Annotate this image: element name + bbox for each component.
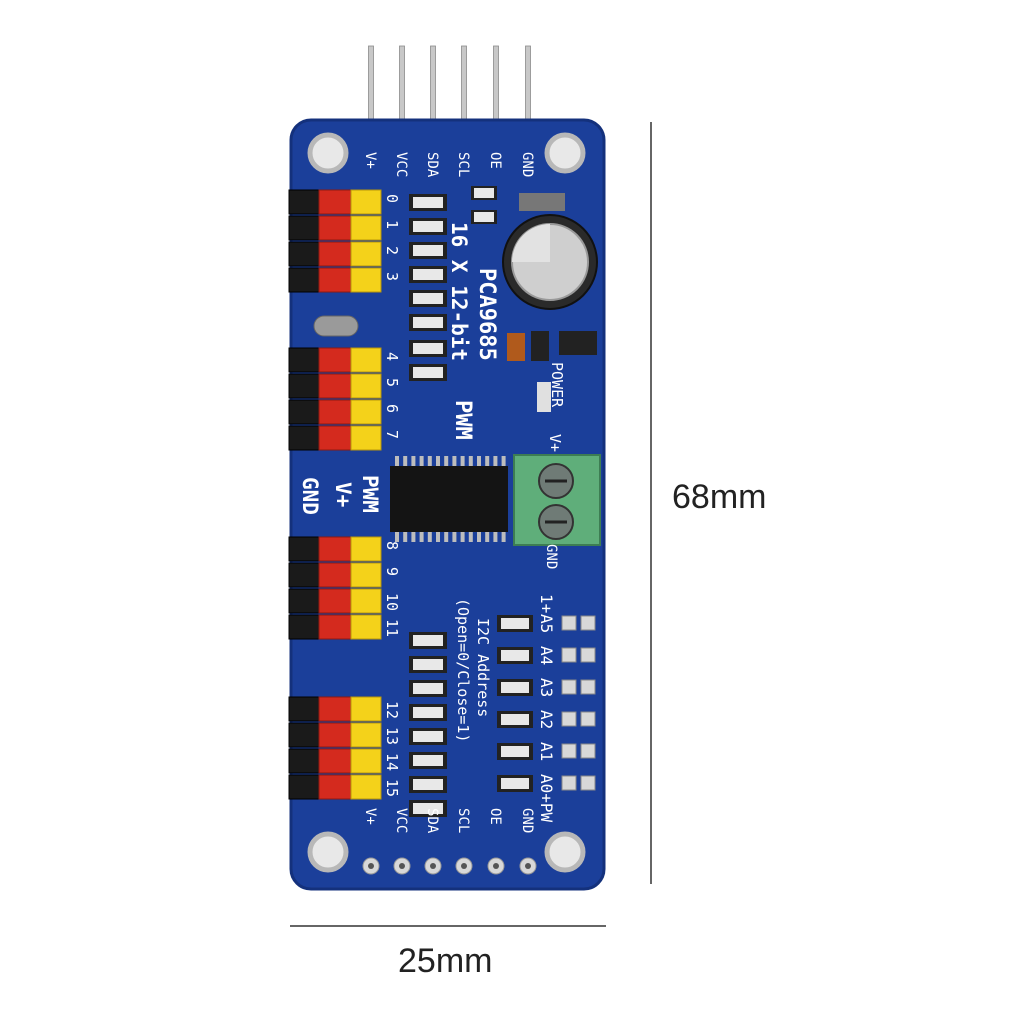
width-dimension-label: 25mm (398, 942, 493, 980)
address-label-3: A3 (537, 678, 556, 697)
bottom-pin-label-0: V+ (362, 808, 378, 825)
channel-label-0: 0 (383, 194, 401, 203)
height-dimension-label: 68mm (672, 478, 767, 516)
channel-label-15: 15 (383, 779, 401, 797)
column-label-gnd: GND (298, 477, 322, 515)
channel-label-1: 1 (383, 220, 401, 229)
terminal-minus-label: GND (543, 544, 559, 569)
address-label-0: 1+ (537, 594, 556, 613)
column-label-vplus: V+ (331, 482, 355, 507)
channel-label-5: 5 (383, 378, 401, 387)
electrolytic-capacitor (502, 193, 598, 310)
bottom-pin-label-4: OE (487, 808, 503, 825)
channel-label-11: 11 (383, 619, 401, 637)
bottom-pin-label-5: GND (519, 808, 535, 833)
address-label-5: A1 (537, 742, 556, 761)
mounting-holes (307, 132, 586, 873)
terminal-plus-label: V+ (546, 434, 564, 452)
pwm-center-label: PWM (450, 400, 475, 440)
channel-label-12: 12 (383, 701, 401, 719)
channel-label-6: 6 (383, 404, 401, 413)
smd-parts (471, 186, 597, 412)
power-led-label: POWER (548, 362, 566, 408)
column-label-pwm: PWM (358, 475, 382, 513)
address-label-6: A0+PW (537, 774, 556, 823)
bottom-pads (362, 857, 537, 875)
channel-label-7: 7 (383, 430, 401, 439)
pca9685-chip (390, 456, 508, 542)
chip-name-label: PCA9685 (474, 268, 499, 361)
i2c-address-label: I2C Address (474, 618, 492, 717)
address-jumpers (497, 615, 596, 792)
top-pin-label-1: VCC (393, 152, 409, 177)
bottom-pin-label-2: SDA (424, 808, 440, 834)
address-label-1: A5 (537, 614, 556, 633)
address-label-2: A4 (537, 646, 556, 665)
channel-label-2: 2 (383, 246, 401, 255)
channel-label-3: 3 (383, 272, 401, 281)
top-pin-label-4: OE (487, 152, 503, 169)
servo-headers (288, 189, 382, 800)
channel-label-4: 4 (383, 352, 401, 361)
address-label-4: A2 (537, 710, 556, 729)
channel-label-14: 14 (383, 753, 401, 771)
bottom-pin-label-3: SCL (455, 808, 471, 833)
top-pin-label-5: GND (519, 152, 535, 177)
top-pin-label-3: SCL (455, 152, 471, 177)
crystal (313, 315, 359, 337)
resistor-array (409, 194, 447, 817)
top-pin-label-0: V+ (362, 152, 378, 169)
channel-label-13: 13 (383, 727, 401, 745)
channel-label-9: 9 (383, 567, 401, 576)
chip-resolution-label: 16 X 12-bit (447, 222, 471, 361)
i2c-address-note: (Open=0/Close=1) (454, 598, 472, 743)
channel-label-10: 10 (383, 593, 401, 611)
channel-label-8: 8 (383, 541, 401, 550)
screw-terminal (513, 454, 601, 546)
top-pin-label-2: SDA (424, 152, 440, 178)
bottom-pin-label-1: VCC (393, 808, 409, 833)
